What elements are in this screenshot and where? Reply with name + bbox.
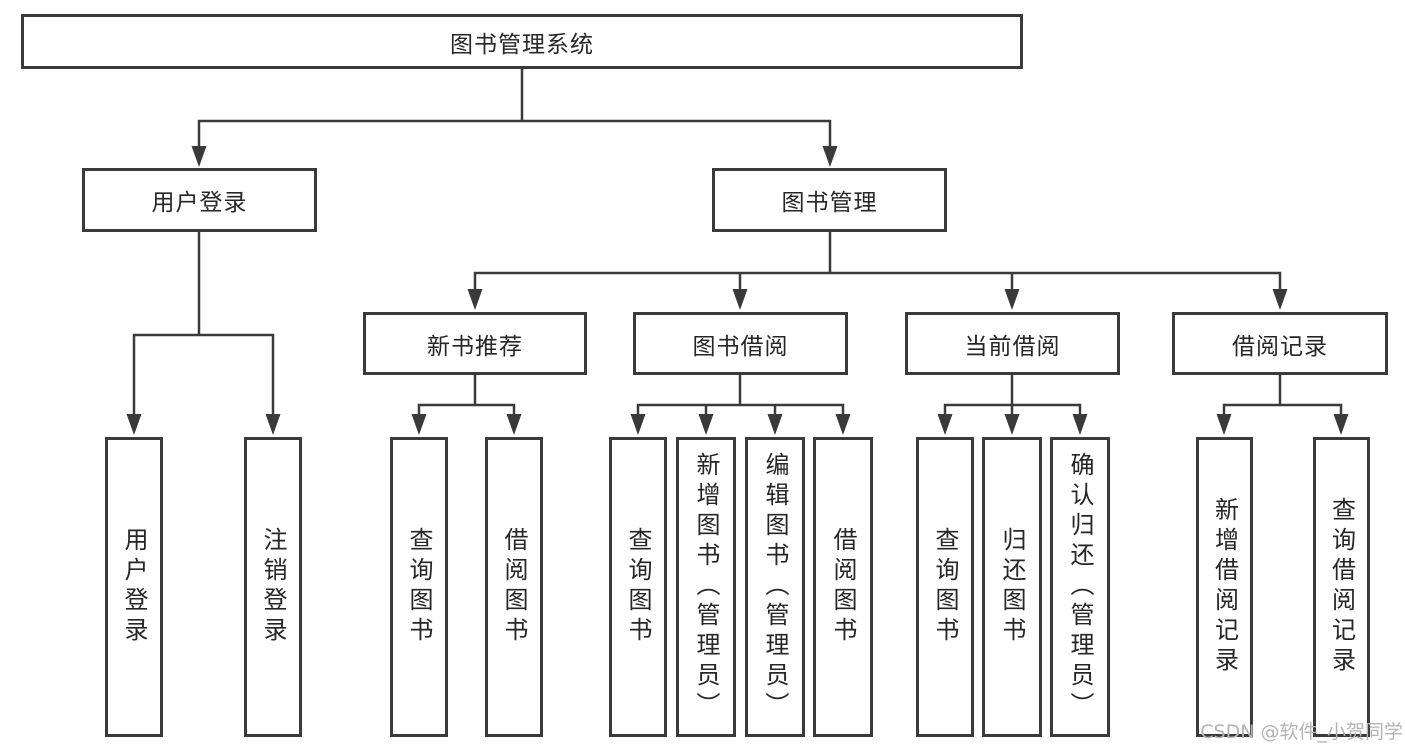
leaf-add-borrow-record: 新增借阅记录 — [1196, 437, 1253, 737]
leaf-query-books-recommend: 查询图书 — [390, 437, 448, 737]
node-book-borrow: 图书借阅 — [633, 312, 848, 375]
leaf-query-borrow-record: 查询借阅记录 — [1313, 437, 1370, 737]
leaf-label: 新增图书（管理员） — [692, 452, 720, 722]
leaf-label: 确认归还（管理员） — [1066, 452, 1094, 722]
node-new-book-recommend: 新书推荐 — [363, 312, 587, 375]
leaf-label: 注销登录 — [259, 527, 287, 647]
leaf-label: 查询图书 — [405, 527, 433, 647]
leaf-label: 借阅图书 — [829, 527, 857, 647]
leaf-label: 新增借阅记录 — [1210, 497, 1239, 677]
leaf-return-books: 归还图书 — [982, 437, 1042, 737]
leaf-label: 用户登录 — [120, 527, 148, 647]
leaf-query-books-borrow: 查询图书 — [609, 437, 667, 737]
leaf-logout: 注销登录 — [244, 437, 302, 737]
leaf-confirm-return-admin: 确认归还（管理员） — [1050, 437, 1110, 737]
leaf-query-books-current: 查询图书 — [916, 437, 974, 737]
leaf-label: 查询图书 — [624, 527, 652, 647]
leaf-label: 归还图书 — [998, 527, 1026, 647]
leaf-label: 查询图书 — [931, 527, 959, 647]
leaf-label: 借阅图书 — [500, 527, 528, 647]
leaf-edit-books-admin: 编辑图书（管理员） — [745, 437, 805, 737]
leaf-borrow-books: 借阅图书 — [813, 437, 873, 737]
leaf-user-login: 用户登录 — [105, 437, 163, 737]
csdn-watermark: CSDN @软件_小贺同学 — [1200, 721, 1403, 743]
leaf-add-books-admin: 新增图书（管理员） — [676, 437, 736, 737]
node-current-borrow: 当前借阅 — [905, 312, 1120, 375]
node-root-library-system: 图书管理系统 — [21, 14, 1023, 69]
node-book-management: 图书管理 — [712, 168, 947, 232]
node-user-login: 用户登录 — [82, 168, 317, 232]
leaf-label: 编辑图书（管理员） — [761, 452, 789, 722]
node-borrow-records: 借阅记录 — [1172, 312, 1388, 375]
arrowheads — [126, 146, 1349, 435]
leaf-borrow-books-recommend: 借阅图书 — [485, 437, 543, 737]
leaf-label: 查询借阅记录 — [1327, 497, 1356, 677]
